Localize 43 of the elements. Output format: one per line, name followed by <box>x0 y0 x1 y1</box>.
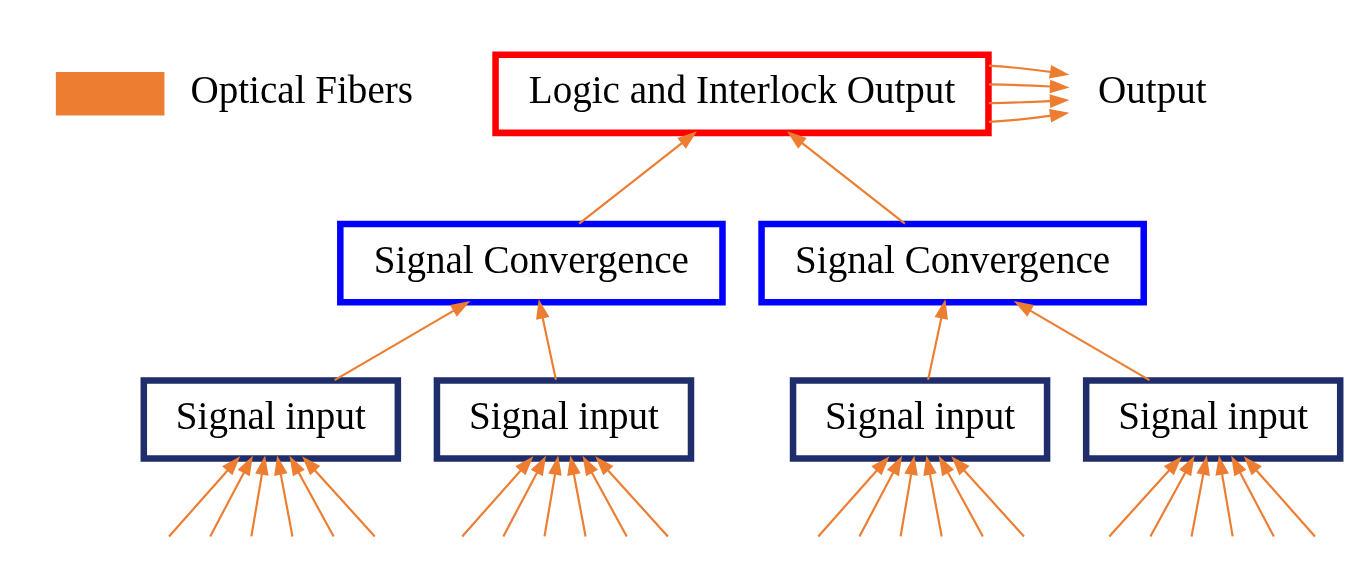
arrow <box>938 455 984 537</box>
arrow <box>1215 455 1234 537</box>
arrow <box>578 131 697 225</box>
node-box: Signal input <box>140 377 402 462</box>
arrow <box>787 131 906 225</box>
arrow <box>543 455 562 537</box>
node-box: Signal input <box>789 377 1051 462</box>
arrow <box>1231 455 1275 537</box>
arrow <box>988 94 1070 108</box>
legend-label: Optical Fibers <box>190 68 413 112</box>
arrow <box>988 79 1070 94</box>
arrow <box>923 455 943 537</box>
arrow <box>899 455 918 537</box>
arrow <box>334 301 471 382</box>
arrow <box>1013 301 1150 382</box>
arrow <box>927 299 948 380</box>
arrow <box>274 455 294 537</box>
arrow <box>1243 456 1316 538</box>
node-box: Signal input <box>433 377 695 462</box>
node-box: Signal input <box>1082 377 1344 462</box>
arrow <box>951 456 1025 538</box>
arrow <box>595 456 669 538</box>
arrow <box>1190 455 1210 537</box>
arrow <box>988 108 1070 123</box>
node-box: Signal Convergence <box>758 220 1147 306</box>
arrow <box>582 455 628 537</box>
node-box: Signal Convergence <box>337 220 726 306</box>
arrow <box>858 455 903 537</box>
arrow <box>1108 456 1182 538</box>
arrow <box>1149 455 1195 537</box>
arrow <box>168 456 241 538</box>
arrow <box>502 455 546 537</box>
arrow <box>461 456 534 538</box>
arrow <box>250 455 269 537</box>
arrow <box>988 64 1070 79</box>
arrow <box>536 299 557 380</box>
arrow <box>209 455 253 537</box>
arrow <box>302 456 376 538</box>
node-box: Logic and Interlock Output <box>492 51 992 137</box>
arrow <box>289 455 335 537</box>
arrow <box>817 456 890 538</box>
arrow <box>567 455 587 537</box>
node-text: Output <box>1098 68 1207 112</box>
